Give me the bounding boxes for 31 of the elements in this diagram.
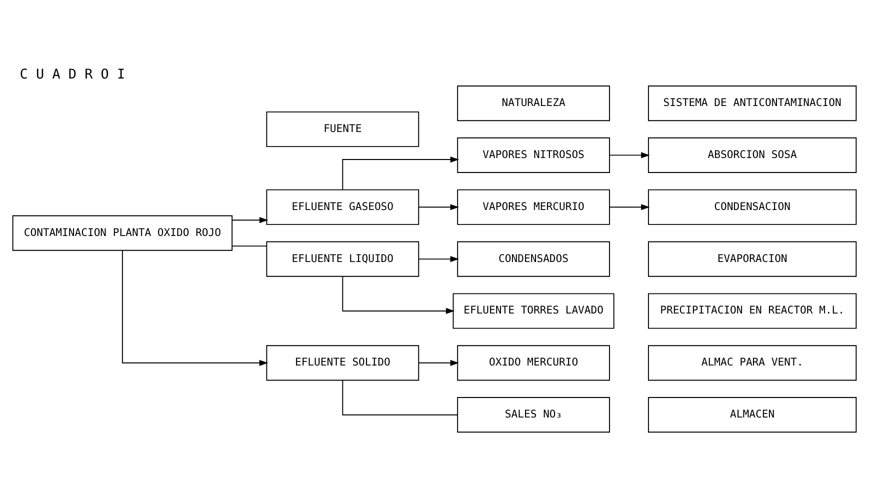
- arrow: [122, 250, 268, 366]
- arrow: [342, 156, 460, 190]
- node-box: CONDENSACION: [648, 188, 857, 224]
- node-box: FUENTE: [266, 110, 420, 147]
- node-box: EVAPORACION: [648, 240, 857, 276]
- node-box: SALES NO₃: [457, 396, 610, 432]
- node-box: ALMACEN: [648, 396, 857, 432]
- connector: [342, 380, 458, 415]
- node-box: EFLUENTE GASEOSO: [266, 188, 420, 224]
- node-box: CONTAMINACION PLANTA OXIDO ROJO: [12, 214, 233, 250]
- node-box: EFLUENTE LIQUIDO: [266, 240, 420, 276]
- node-box: CONDENSADOS: [457, 240, 610, 276]
- node-box: ABSORCION SOSA: [648, 136, 857, 172]
- node-box: ALMAC PARA VENT.: [648, 344, 857, 380]
- node-box: PRECIPITACION EN REACTOR M.L.: [648, 292, 857, 328]
- arrow: [418, 204, 459, 210]
- node-box: NATURALEZA: [457, 84, 610, 121]
- node-box: VAPORES NITROSOS: [457, 136, 610, 172]
- arrow: [418, 256, 459, 262]
- connector: [232, 245, 268, 246]
- node-box: OXIDO MERCURIO: [457, 344, 610, 380]
- arrow: [609, 152, 650, 158]
- arrow: [418, 359, 459, 366]
- node-box: EFLUENTE SOLIDO: [266, 344, 420, 380]
- node-box: SISTEMA DE ANTICONTAMINACION: [648, 84, 857, 121]
- node-box: EFLUENTE TORRES LAVADO: [452, 292, 614, 328]
- arrow: [232, 216, 268, 223]
- diagram-title: C U A D R O I: [20, 66, 126, 82]
- node-box: VAPORES MERCURIO: [457, 188, 610, 224]
- arrow: [609, 204, 650, 210]
- arrow: [342, 276, 455, 314]
